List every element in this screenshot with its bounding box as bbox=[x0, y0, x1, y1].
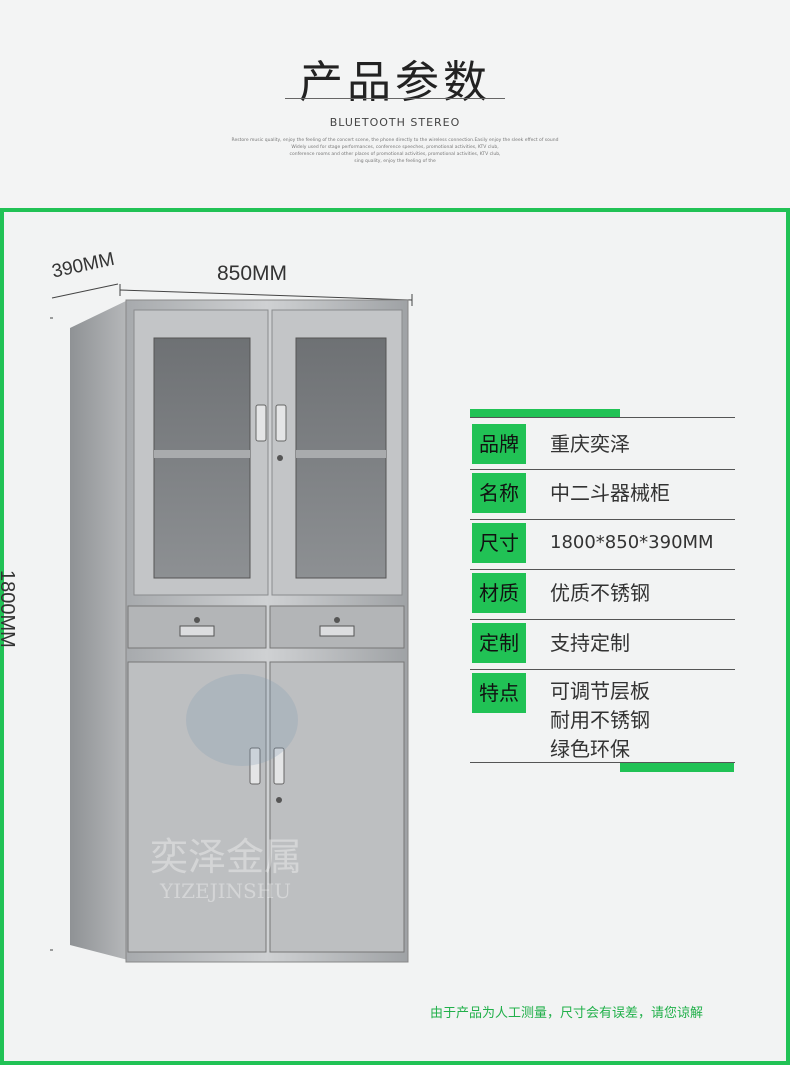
spec-divider bbox=[470, 619, 735, 620]
watermark-cn: 奕泽金属 bbox=[150, 835, 302, 879]
spec-value: 优质不锈钢 bbox=[550, 581, 650, 605]
description-line: Restore music quality, enjoy the feeling… bbox=[231, 138, 559, 143]
description-line: sing quality, enjoy the feeling of the bbox=[354, 159, 436, 164]
watermark-en: YIZEJINSHU bbox=[159, 879, 291, 903]
spec-key: 材质 bbox=[472, 573, 526, 613]
spec-value: 可调节层板 bbox=[550, 679, 650, 703]
spec-value: 耐用不锈钢 bbox=[550, 708, 650, 732]
page-subtitle: BLUETOOTH STEREO bbox=[329, 116, 461, 129]
spec-divider bbox=[470, 669, 735, 670]
spec-divider bbox=[470, 762, 735, 763]
spec-key: 尺寸 bbox=[472, 523, 526, 563]
footer-note: 由于产品为人工测量，尺寸会有误差，请您谅解 bbox=[430, 1006, 704, 1021]
spec-key: 名称 bbox=[472, 473, 526, 513]
cabinet-illustration: 奕泽金属 YIZEJINSHU bbox=[50, 283, 413, 963]
spec-key: 品牌 bbox=[472, 424, 526, 464]
height-label: 1800MM bbox=[0, 570, 18, 648]
spec-value: 支持定制 bbox=[550, 631, 630, 655]
spec-divider bbox=[470, 569, 735, 570]
spec-divider bbox=[470, 417, 735, 418]
spec-table: 品牌 重庆奕泽 名称 中二斗器械柜 尺寸 1800*850*390MM 材质 优… bbox=[470, 409, 735, 775]
spec-divider bbox=[470, 469, 735, 470]
spec-accent-bar bbox=[470, 409, 620, 417]
description: Restore music quality, enjoy the feeling… bbox=[0, 137, 790, 165]
description-line: Widely used for stage performances, conf… bbox=[291, 145, 499, 150]
spec-key: 定制 bbox=[472, 623, 526, 663]
header: 产品参数 BLUETOOTH STEREO Restore music qual… bbox=[0, 0, 790, 208]
description-line: conference rooms and other places of pro… bbox=[289, 152, 501, 157]
spec-value: 中二斗器械柜 bbox=[550, 481, 670, 505]
page-title: 产品参数 bbox=[299, 57, 491, 108]
spec-value: 重庆奕泽 bbox=[550, 432, 630, 456]
spec-value: 绿色环保 bbox=[550, 737, 630, 761]
title-divider bbox=[285, 98, 505, 99]
spec-key: 特点 bbox=[472, 673, 526, 713]
spec-divider bbox=[470, 519, 735, 520]
spec-value: 1800*850*390MM bbox=[550, 532, 714, 553]
width-label: 850MM bbox=[217, 262, 288, 285]
spec-accent-bar bbox=[620, 763, 734, 772]
